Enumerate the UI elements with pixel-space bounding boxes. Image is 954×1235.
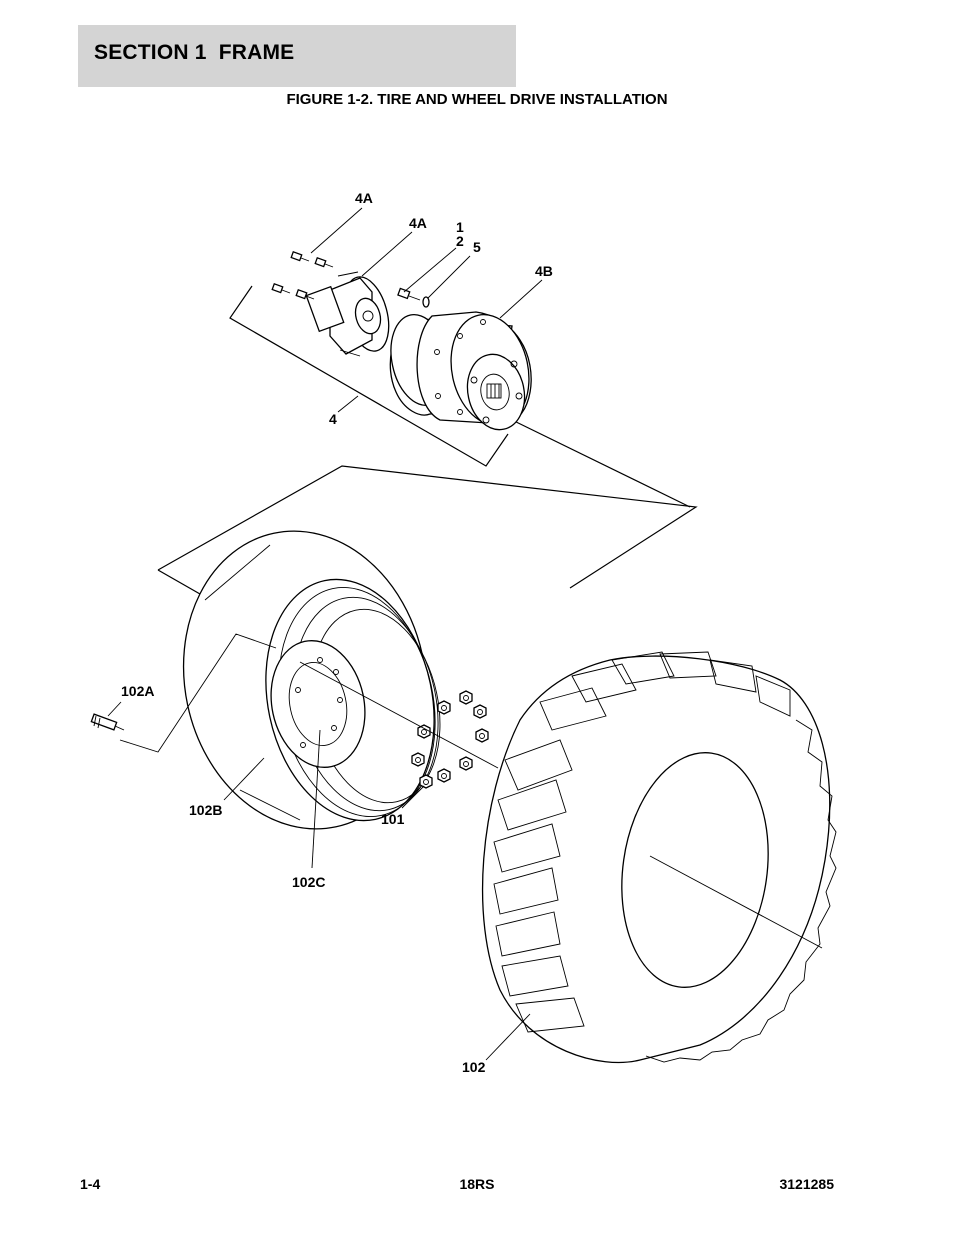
figure-title: FIGURE 1-2. TIRE AND WHEEL DRIVE INSTALL… [286, 91, 668, 108]
drive-motor [305, 271, 390, 357]
callout-5: 5 [473, 239, 481, 255]
wheel-group-bracket [157, 465, 698, 589]
torque-hub [389, 311, 532, 431]
callout-4b: 4B [535, 263, 553, 279]
drive-to-wheel-leader [507, 417, 691, 508]
callout-1: 1 [456, 219, 464, 235]
footer-page-number: 1-4 [80, 1176, 101, 1192]
motor-bolts [271, 250, 334, 300]
callout-102b: 102B [189, 802, 222, 818]
callout-4a-top: 4A [355, 190, 373, 206]
footer-model: 18RS [459, 1176, 495, 1192]
callout-102c: 102C [292, 874, 325, 890]
wheel-rim [182, 530, 441, 830]
callout-2: 2 [456, 233, 464, 249]
callout-102a: 102A [121, 683, 154, 699]
callout-4: 4 [329, 411, 337, 427]
drive-group-bracket [229, 285, 509, 467]
valve-stem [90, 713, 125, 731]
footer-doc-number: 3121285 [779, 1176, 834, 1192]
callout-102: 102 [462, 1059, 486, 1075]
section-header: SECTION 1 FRAME [78, 25, 516, 87]
callout-101: 101 [381, 811, 405, 827]
section-title: SECTION 1 FRAME [94, 41, 295, 64]
callout-4a-mid: 4A [409, 215, 427, 231]
leader-lines [107, 207, 543, 1061]
lug-nuts [411, 690, 489, 789]
hub-bolt-and-washer [397, 287, 430, 308]
wheel-axis-line [299, 661, 499, 769]
tire [481, 651, 837, 1064]
